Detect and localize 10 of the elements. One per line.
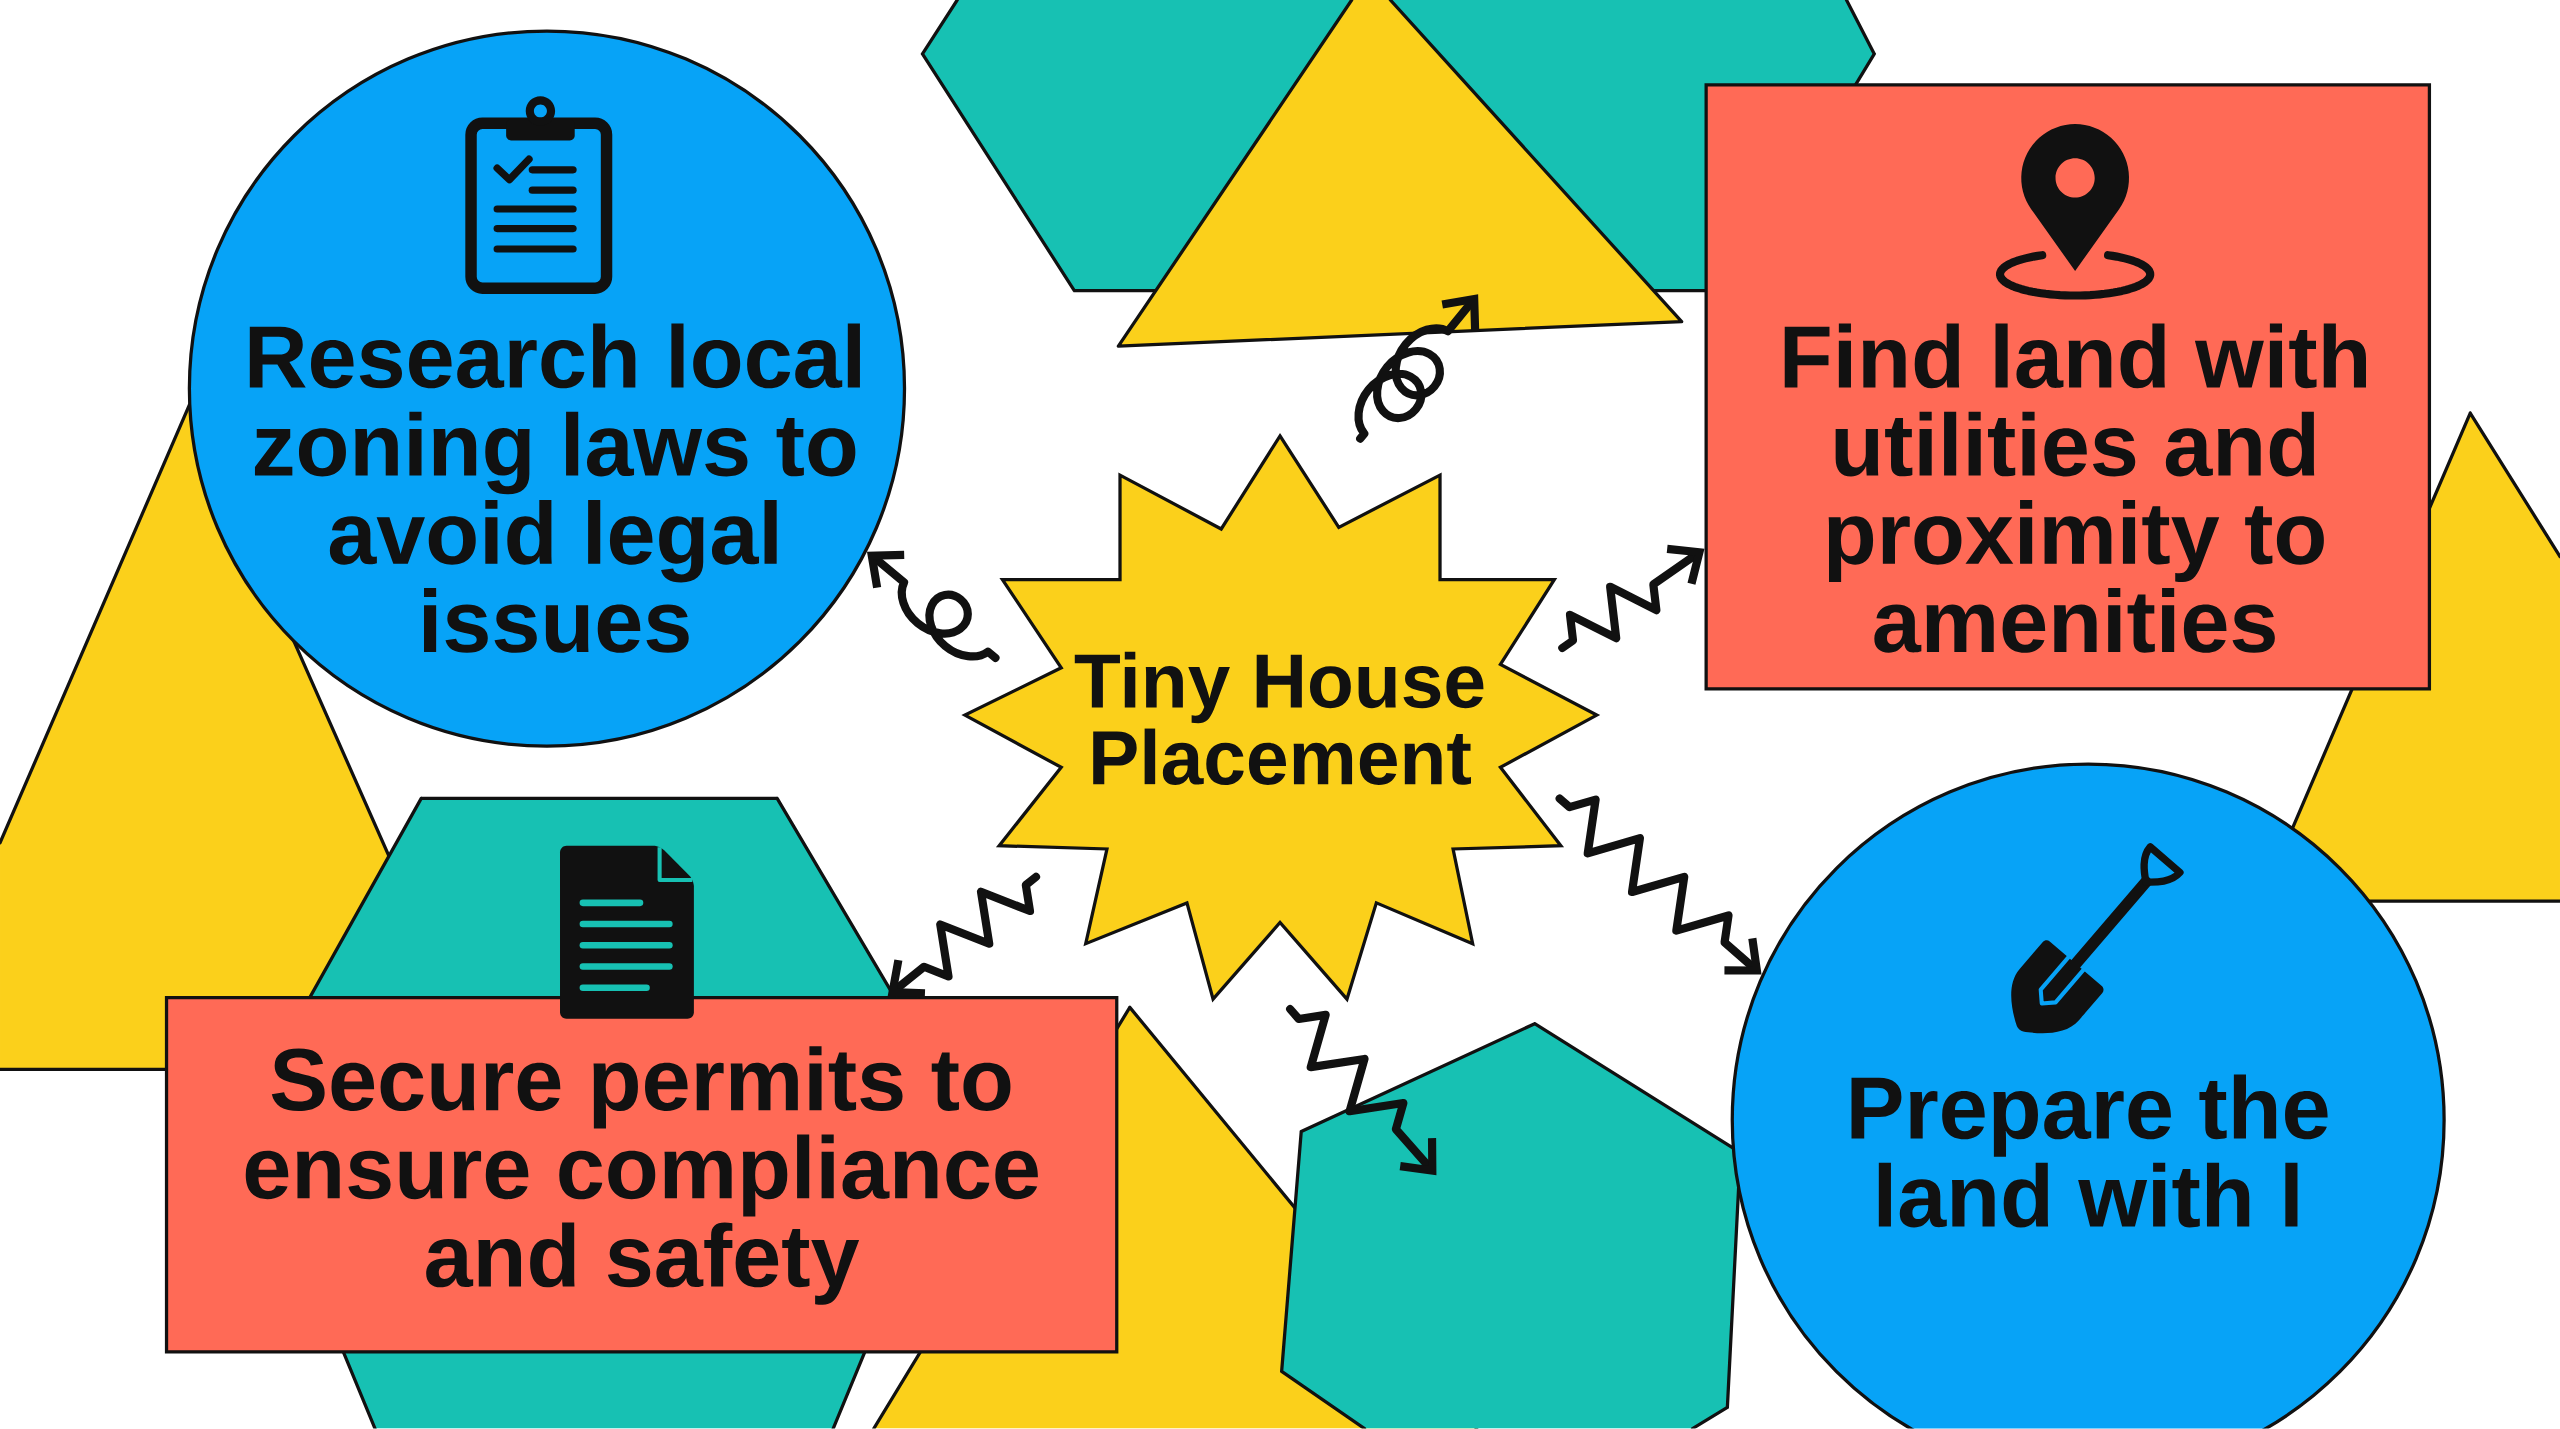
coil-arrow [867, 551, 1000, 663]
zigzag-arrow [887, 872, 1041, 998]
coil-arrow [1354, 294, 1480, 443]
zigzag-arrow [1555, 794, 1762, 975]
triangle [1116, 0, 1684, 348]
step-box: Find land with utilities and proximity to amenities [1704, 83, 2432, 691]
zigzag-arrow [1558, 545, 1705, 653]
hexagon [1280, 1022, 1743, 1429]
zigzag-arrow [1286, 1005, 1437, 1176]
step-box: Secure permits to ensure compliance and safety [164, 996, 1119, 1354]
